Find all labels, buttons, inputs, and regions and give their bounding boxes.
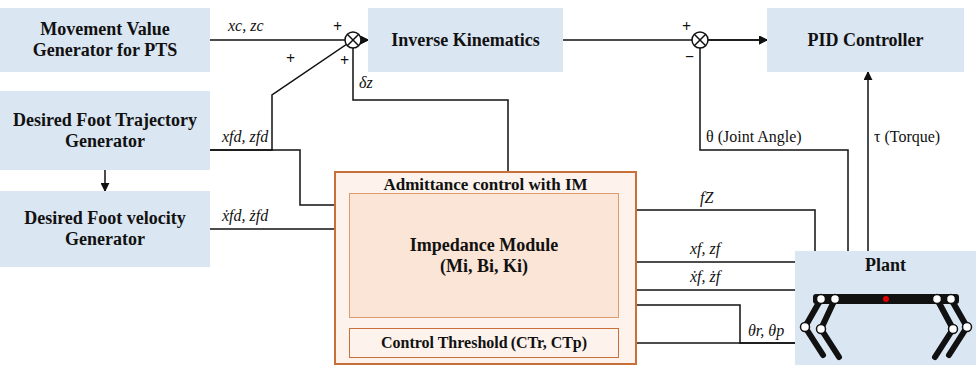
box-label: Plant — [865, 255, 906, 276]
sign-label: + — [333, 18, 342, 36]
signal-arrow — [619, 342, 795, 344]
process-box: Movement Value Generator for PTS — [0, 8, 210, 72]
signal-arrow — [867, 72, 869, 251]
signal-label: xfd, zfd — [222, 128, 268, 146]
signal-label: ẋf, żf — [690, 268, 720, 286]
sign-label: − — [685, 48, 694, 66]
signal-arrow — [104, 170, 106, 191]
process-box: Desired Foot velocity Generator — [0, 191, 210, 267]
signal-arrow — [210, 40, 368, 150]
signal-arrow — [619, 305, 795, 343]
box-label: (Mi, Bi, Ki) — [440, 256, 528, 277]
process-box: Inverse Kinematics — [368, 8, 563, 72]
plant-box: Plant — [795, 251, 976, 365]
sign-label: + — [340, 52, 349, 70]
box-label: Desired Foot Trajectory Generator — [8, 110, 202, 151]
signal-arrow — [619, 289, 795, 291]
signal-label: δz — [359, 74, 373, 92]
signal-arrow — [210, 150, 349, 205]
box-label: Inverse Kinematics — [391, 30, 539, 51]
group-box: Admittance control with IMImpedance Modu… — [334, 171, 637, 365]
signal-label: xf, zf — [690, 240, 720, 258]
signal-label: θr, θp — [748, 322, 784, 340]
signal-arrow — [210, 228, 349, 230]
box-label: Control Threshold — [381, 334, 508, 352]
signal-label: θ (Joint Angle) — [706, 128, 802, 146]
signal-label: xc, zc — [228, 17, 264, 35]
box-label: (CTr, CTp) — [511, 334, 587, 352]
signal-label: ẋfd, żfd — [222, 207, 268, 225]
process-box: Desired Foot Trajectory Generator — [0, 91, 210, 170]
box-label: Desired Foot velocity Generator — [8, 208, 202, 249]
signal-arrow — [619, 261, 795, 263]
box-label: PID Controller — [807, 30, 923, 51]
box-label: Impedance Module — [410, 235, 559, 256]
summing-junction — [692, 32, 708, 48]
module-box: Impedance Module(Mi, Bi, Ki) — [349, 193, 619, 318]
threshold-box: Control Threshold(CTr, CTp) — [349, 328, 619, 358]
sign-label: + — [286, 50, 295, 68]
summing-junction — [345, 32, 361, 48]
process-box: PID Controller — [767, 8, 964, 72]
box-label: Admittance control with IM — [383, 175, 587, 195]
signal-label: τ (Torque) — [874, 128, 940, 146]
sign-label: + — [682, 18, 691, 36]
signal-label: fZ — [700, 189, 713, 207]
box-label: Movement Value Generator for PTS — [8, 19, 202, 60]
